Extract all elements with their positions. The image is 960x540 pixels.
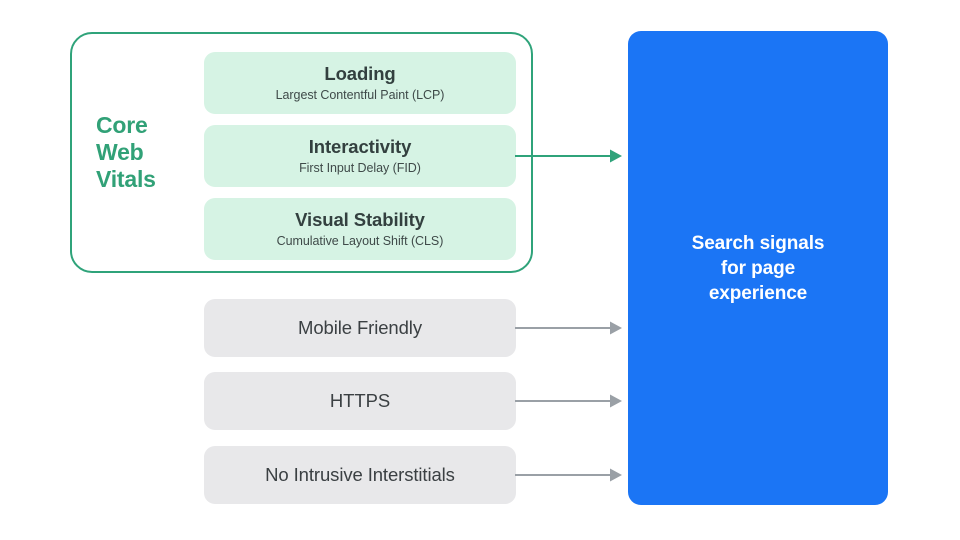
search-signals-panel[interactable]: Search signals for page experience [628,31,888,505]
core-web-vitals-arrow-icon [515,146,627,166]
no-intrusive-interstitials-arrow-icon [515,465,627,485]
signal-card-https[interactable]: HTTPS [204,372,516,430]
signal-label-mobile-friendly: Mobile Friendly [298,317,422,338]
core-web-vitals-label-line-1: Core [96,112,148,138]
https-arrow-icon [515,391,627,411]
core-web-vitals-group-label: Core Web Vitals [96,112,196,193]
core-web-vitals-label-line-2: Web [96,139,144,165]
metric-card-interactivity[interactable]: Interactivity First Input Delay (FID) [204,125,516,187]
mobile-friendly-arrow-icon [515,318,627,338]
metric-card-loading[interactable]: Loading Largest Contentful Paint (LCP) [204,52,516,114]
metric-title-interactivity: Interactivity [308,136,412,157]
core-web-vitals-label-line-3: Vitals [96,166,156,192]
metric-subtitle-loading: Largest Contentful Paint (LCP) [275,88,445,102]
metric-subtitle-visual-stability: Cumulative Layout Shift (CLS) [276,234,444,248]
signal-card-mobile-friendly[interactable]: Mobile Friendly [204,299,516,357]
signal-label-https: HTTPS [329,390,391,411]
metric-title-visual-stability: Visual Stability [295,209,425,230]
metric-title-loading: Loading [324,63,396,84]
search-signals-panel-text: Search signals for page experience [691,232,825,304]
metric-subtitle-interactivity: First Input Delay (FID) [299,161,421,175]
metric-card-visual-stability[interactable]: Visual Stability Cumulative Layout Shift… [204,198,516,260]
signal-label-no-intrusive-interstitials: No Intrusive Interstitials [265,464,455,485]
core-web-vitals-group [70,32,533,273]
signal-card-no-intrusive-interstitials[interactable]: No Intrusive Interstitials [204,446,516,504]
